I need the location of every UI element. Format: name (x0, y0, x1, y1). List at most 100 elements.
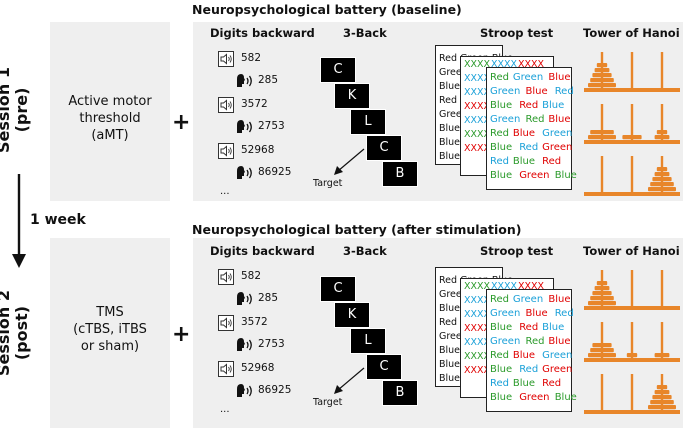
stroop-color-patch: XXXX (464, 143, 491, 154)
stroop-interference-word: Blue (490, 170, 513, 181)
stroop-interference-word: Blue (512, 350, 536, 361)
speaker-icon (218, 315, 234, 331)
session2-label-line2: (post) (12, 305, 31, 361)
digits-spoken-number: 86925 (258, 384, 292, 396)
session1-procedure-box (50, 22, 170, 201)
stroop-interference-word: Blue (512, 128, 536, 139)
digits-heard-number: 3572 (241, 316, 268, 328)
stroop-interference-word: Blue (525, 86, 548, 97)
stroop-interference-word: Red (542, 378, 562, 389)
digits-heard-number: 582 (241, 270, 262, 282)
session2-procedure-line: TMS (96, 305, 124, 320)
stroop-interference-word: Blue (554, 392, 577, 403)
stroop-word: Blue (439, 303, 461, 314)
digits-heard-number: 52968 (241, 144, 275, 156)
stroop-color-patch: XXXX (464, 295, 491, 306)
stroop-color-patch: XXXX (491, 281, 518, 292)
stroop-color-patch: XXXX (464, 59, 491, 70)
session1-procedure-line: Active motor (68, 94, 152, 109)
speaking-head-icon (237, 120, 252, 133)
timeline-arrow (12, 174, 26, 268)
speaking-head-icon (237, 166, 252, 179)
stroop-color-patch: XXXX (518, 281, 545, 292)
stroop-word: Blue (439, 373, 461, 384)
target-arrow (334, 367, 365, 394)
stroop-interference-word: Red (525, 114, 545, 125)
speaking-head-icon (237, 292, 252, 305)
stroop-interference-word: Blue (548, 294, 571, 305)
session2-label: Session 2 (post) (0, 278, 35, 388)
nback-target-label: Target (313, 397, 343, 408)
stroop-interference-word: Red (490, 294, 509, 305)
speaking-head-icon (237, 384, 252, 397)
stroop-interference-word: Blue (548, 336, 571, 347)
stroop-interference-word: Red (490, 72, 509, 83)
stroop-color-patch: XXXX (464, 365, 491, 376)
hanoi-tower (584, 374, 680, 414)
digits-title: Digits backward (210, 244, 315, 258)
session2-procedure: TMS (cTBS, iTBS or sham) (50, 304, 170, 355)
nback-letter-card: C (320, 276, 356, 302)
stroop-interference-word: Blue (490, 100, 513, 111)
digits-title: Digits backward (210, 26, 315, 40)
stroop-word: Green (439, 67, 468, 78)
session1-label: Session 1 (pre) (0, 55, 35, 165)
digits-spoken-number: 2753 (258, 338, 285, 350)
stroop-color-patch: XXXX (464, 87, 491, 98)
stroop-color-patch: XXXX (464, 323, 491, 334)
nback-letter-card: B (382, 380, 418, 406)
stroop-title: Stroop test (480, 244, 554, 258)
stroop-interference-word: Blue (548, 72, 571, 83)
stroop-color-patch: XXXX (464, 281, 491, 292)
stroop-word: Red (439, 95, 458, 106)
digits-heard-number: 52968 (241, 362, 275, 374)
stroop-interference-word: Red (490, 156, 509, 167)
nback-letter-card: B (382, 161, 418, 187)
stroop-interference-word: Red (490, 378, 509, 389)
digits-heard-number: 582 (241, 52, 262, 64)
digits-ellipsis: ... (220, 404, 230, 415)
stroop-word: Blue (439, 123, 461, 134)
speaker-icon (218, 51, 234, 67)
session1-plus: + (172, 110, 191, 135)
speaker-icon (218, 143, 234, 159)
stroop-interference-word: Red (554, 308, 574, 319)
nback-letter-card: K (334, 83, 370, 109)
stroop-interference-word: Green (519, 392, 550, 403)
hanoi-tower (584, 156, 680, 196)
session2-procedure-box (50, 238, 170, 428)
stroop-interference-word: Blue (542, 100, 565, 111)
hanoi-tower (584, 52, 680, 92)
stroop-interference-word: Red (519, 142, 539, 153)
stroop-word: Green (439, 331, 468, 342)
target-arrow (334, 148, 365, 175)
stroop-word: Green (439, 289, 468, 300)
session1-procedure-line: threshold (79, 111, 141, 126)
digits-spoken-number: 285 (258, 292, 279, 304)
nback-letter-card: C (366, 135, 402, 161)
stroop-interference-word: Red (519, 322, 539, 333)
stroop-interference-word: Red (519, 364, 539, 375)
stroop-interference-word: Green (490, 86, 521, 97)
hanoi-tower (584, 270, 680, 310)
hanoi-tower (584, 104, 680, 144)
digits-ellipsis: ... (220, 186, 230, 197)
nback-title: 3-Back (343, 26, 387, 40)
session1-battery-title: Neuropsychological battery (baseline) (192, 2, 462, 17)
stroop-title: Stroop test (480, 26, 554, 40)
stroop-interference-word: Blue (490, 364, 513, 375)
digits-heard-number: 3572 (241, 98, 268, 110)
speaker-icon (218, 269, 234, 285)
stroop-color-patch: XXXX (464, 309, 491, 320)
session1-procedure-line: (aMT) (91, 128, 129, 143)
nback-letter-card: C (366, 354, 402, 380)
stroop-interference-word: Green (490, 308, 521, 319)
stroop-color-patch: XXXX (464, 337, 491, 348)
interval-label: 1 week (30, 212, 86, 228)
stroop-interference-word: Blue (548, 114, 571, 125)
digits-spoken-number: 2753 (258, 120, 285, 132)
nback-target-label: Target (313, 178, 343, 189)
stroop-interference-word: Blue (490, 322, 513, 333)
stroop-word: Blue (439, 345, 461, 356)
stroop-interference-word: Blue (542, 322, 565, 333)
